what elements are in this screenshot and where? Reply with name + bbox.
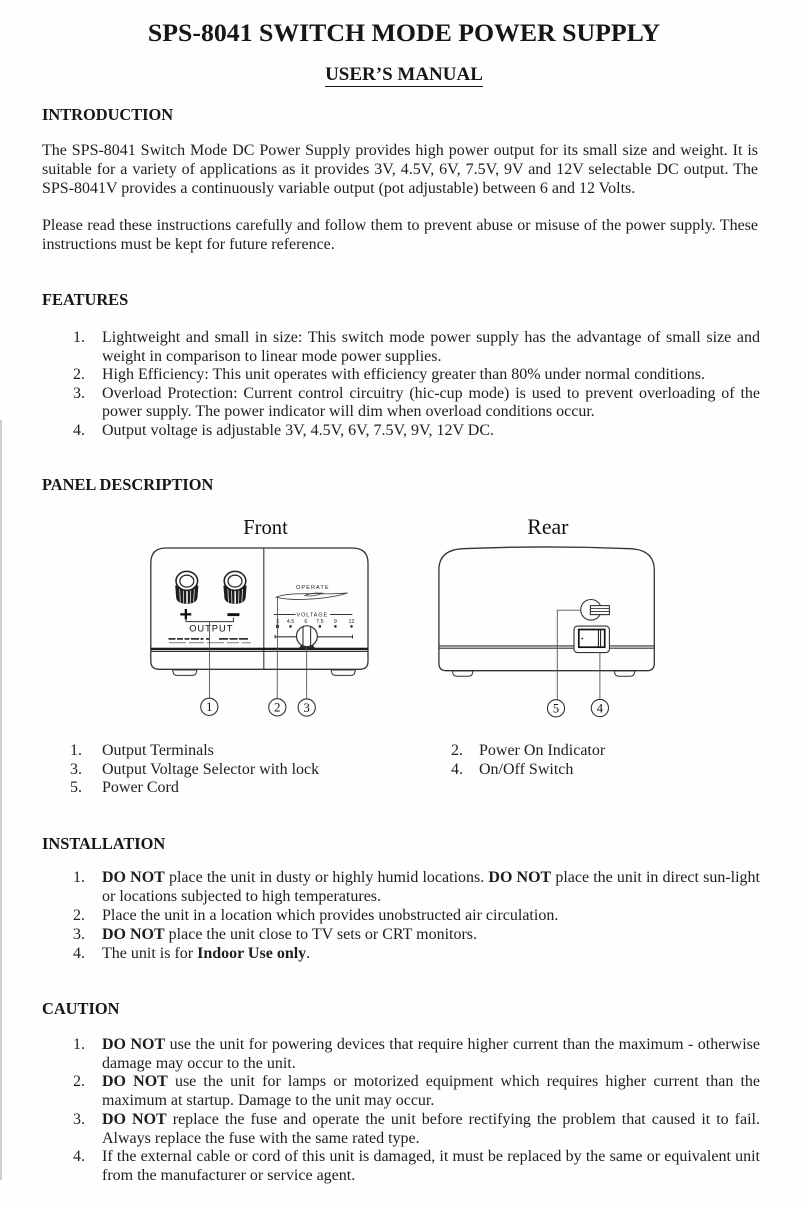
svg-text:Front: Front	[243, 517, 288, 539]
svg-text:OPERATE: OPERATE	[296, 585, 330, 591]
svg-text:3: 3	[304, 701, 310, 715]
svg-text:7.5: 7.5	[316, 619, 324, 625]
svg-text:1: 1	[206, 700, 212, 714]
svg-text:9: 9	[334, 619, 337, 625]
svg-text:12: 12	[349, 619, 355, 625]
svg-text:OUTPUT: OUTPUT	[189, 624, 233, 634]
svg-text:2: 2	[274, 701, 280, 715]
svg-text:VOLTAGE: VOLTAGE	[297, 613, 329, 619]
svg-text:4: 4	[597, 701, 604, 715]
svg-text:5: 5	[553, 702, 559, 716]
svg-text:Rear: Rear	[527, 515, 569, 539]
svg-text:4.5: 4.5	[287, 619, 295, 625]
svg-text:6: 6	[304, 619, 307, 625]
